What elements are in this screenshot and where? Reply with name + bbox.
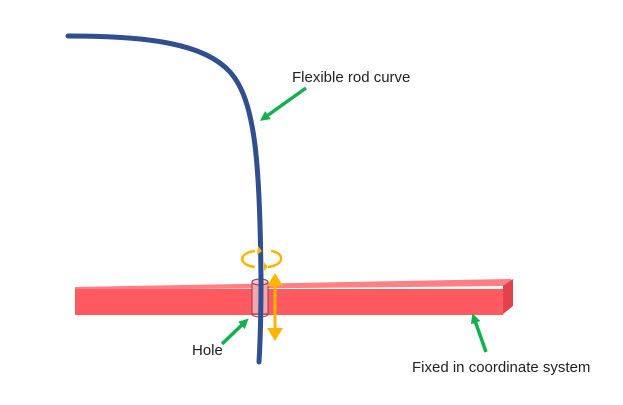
translation-arrow-head-down (267, 328, 283, 341)
rotation-arrow-arc (241, 249, 283, 269)
rod-label: Flexible rod curve (292, 69, 411, 86)
fixed-label: Fixed in coordinate system (412, 359, 591, 376)
fixed-pointer-arrow (470, 313, 488, 353)
flexible-rod-lower (256, 277, 264, 365)
rotation-arrow (241, 246, 283, 271)
beam-side-face (503, 279, 513, 314)
flexible-rod-upper (65, 33, 264, 283)
fixed-beam (75, 279, 513, 315)
rotation-arrow-head-right (264, 262, 268, 271)
hole-pointer-arrow (220, 318, 249, 346)
translation-arrow-head-up (267, 273, 283, 286)
hole-label: Hole (192, 342, 223, 359)
beam-top-face (75, 279, 513, 290)
translation-arrow (267, 273, 283, 341)
beam-front-face (75, 289, 503, 315)
rod-pointer-arrow (259, 86, 308, 121)
rotation-arrow-head-left (257, 246, 262, 255)
